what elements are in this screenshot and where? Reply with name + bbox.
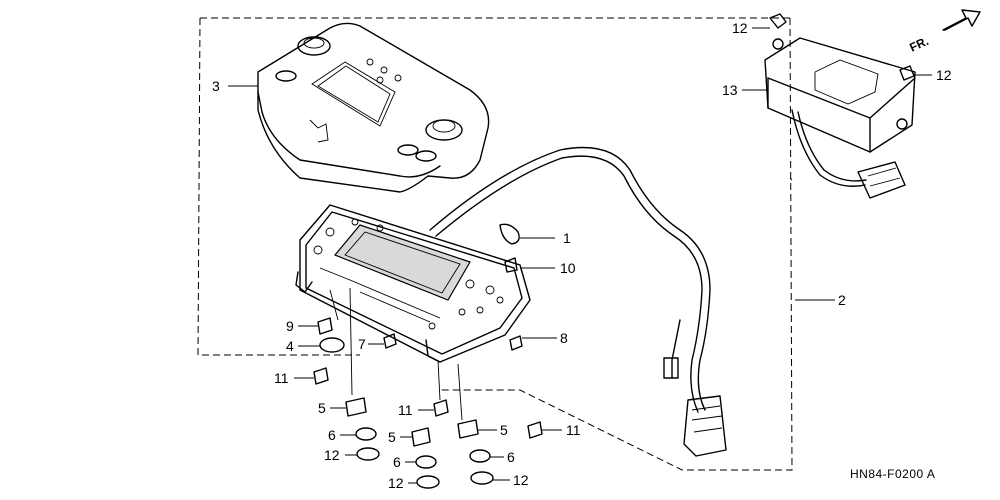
callout-12: 12 (936, 67, 952, 83)
meter-cover (257, 22, 490, 193)
meter-assembly (295, 204, 531, 363)
callout-7: 7 (358, 336, 366, 352)
callout-2: 2 (838, 292, 846, 308)
assembly-outline (197, 17, 793, 471)
callout-labels: 3 1 10 2 8 9 4 7 11 5 6 12 11 5 6 12 5 1… (212, 20, 952, 491)
front-direction-arrow (942, 9, 981, 31)
callout-13: 13 (722, 82, 738, 98)
callout-6: 6 (393, 454, 401, 470)
diagram-code: HN84-F0200 A (850, 467, 935, 481)
callout-11: 11 (398, 402, 413, 418)
callout-12: 12 (732, 20, 748, 36)
callout-5: 5 (318, 400, 326, 416)
callout-4: 4 (286, 338, 294, 354)
callout-6: 6 (507, 449, 515, 465)
callout-1: 1 (563, 230, 571, 246)
callout-11: 11 (274, 370, 289, 386)
control-unit (764, 37, 916, 199)
callout-12: 12 (324, 447, 340, 463)
callout-11: 11 (566, 422, 581, 438)
callout-5: 5 (500, 422, 508, 438)
callout-12: 12 (388, 475, 404, 491)
callout-3: 3 (212, 78, 220, 94)
callout-8: 8 (560, 330, 568, 346)
callout-6: 6 (328, 427, 336, 443)
callout-9: 9 (286, 318, 294, 334)
callout-10: 10 (560, 260, 576, 276)
callout-5: 5 (388, 429, 396, 445)
callout-12: 12 (513, 472, 529, 488)
leader-lines (228, 27, 932, 484)
fasteners (313, 13, 915, 489)
front-marker-text: FR. (907, 34, 930, 55)
wire-harness (429, 146, 727, 457)
